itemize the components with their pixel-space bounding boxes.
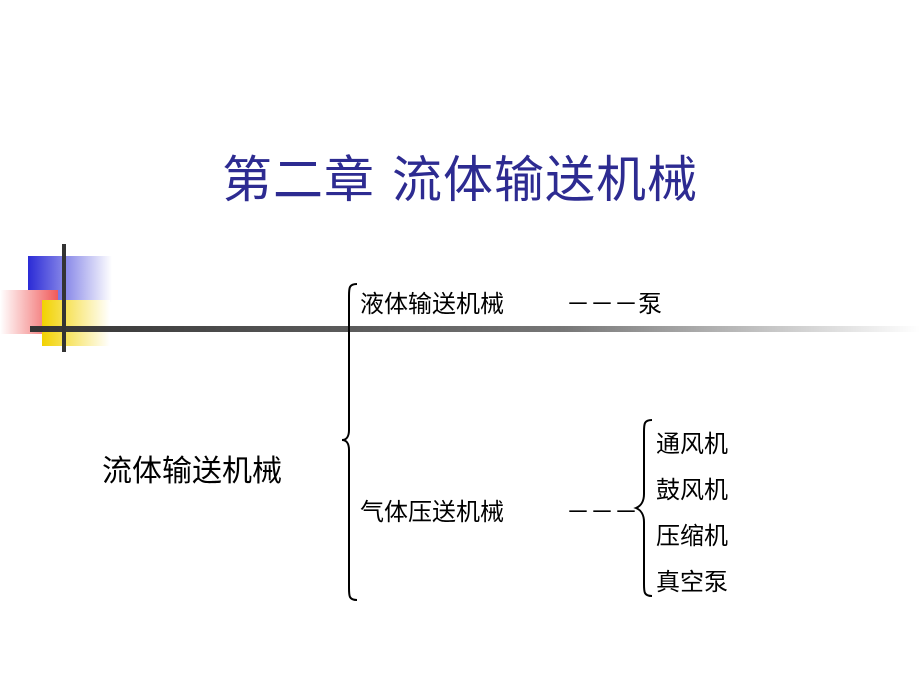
branch-liquid-label: 液体输送机械 — [360, 290, 504, 318]
root-category: 流体输送机械 — [102, 454, 282, 489]
gas-child-fan: 通风机 — [656, 430, 728, 458]
deco-vertical-rule — [62, 244, 66, 352]
main-curly-brace — [341, 283, 358, 601]
gas-child-compressor: 压缩机 — [656, 522, 728, 550]
sub-curly-brace — [633, 419, 653, 597]
branch-gas-label: 气体压送机械 — [360, 498, 504, 526]
branch-liquid-target: 泵 — [638, 290, 662, 318]
gas-child-vacuum-pump: 真空泵 — [656, 568, 728, 596]
gas-child-blower: 鼓风机 — [656, 476, 728, 504]
slide-title: 第二章 流体输送机械 — [222, 151, 698, 209]
deco-yellow-square — [42, 300, 110, 346]
branch-gas-dash: －－－ — [566, 498, 638, 526]
branch-liquid-dash: －－－ — [566, 290, 638, 318]
deco-horizontal-rule — [30, 326, 920, 332]
